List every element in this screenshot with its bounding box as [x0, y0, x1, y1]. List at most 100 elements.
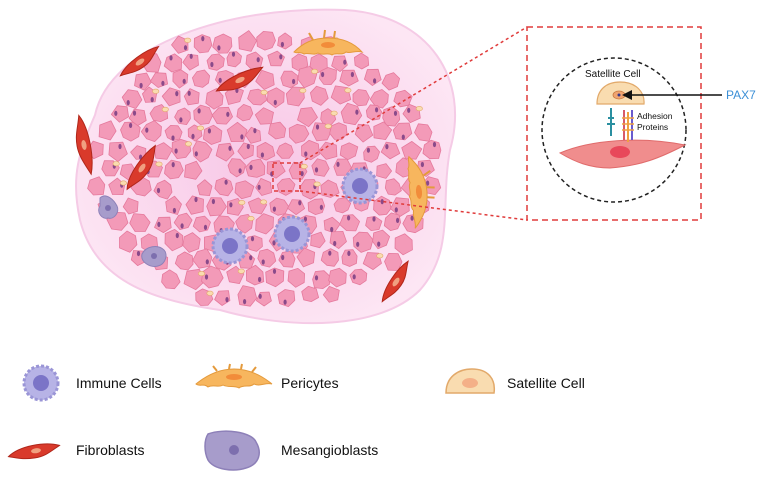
myonucleus — [173, 208, 176, 213]
legend-label-pericytes: Pericytes — [281, 375, 339, 391]
myonucleus — [402, 135, 405, 140]
myonucleus — [258, 277, 261, 282]
myonucleus — [151, 97, 154, 102]
mesangioblast-icon — [142, 247, 166, 267]
satellite-cell — [345, 88, 351, 92]
myonucleus — [347, 251, 350, 256]
myonucleus — [161, 81, 164, 86]
myonucleus — [175, 91, 178, 96]
myonucleus — [194, 197, 197, 202]
satellite-cell-inset: Satellite Cell Adhesion Proteins — [527, 27, 701, 220]
legend-item-immune: Immune Cells — [24, 366, 162, 400]
myonucleus — [190, 54, 193, 59]
myonucleus — [191, 134, 194, 139]
myonucleus — [385, 144, 388, 149]
myonucleus — [273, 207, 276, 212]
myonucleus — [205, 274, 208, 279]
adhesion-label-line1: Adhesion — [637, 111, 673, 121]
myonucleus — [217, 45, 220, 50]
pax7-label: PAX7 — [726, 88, 756, 102]
satellite-cell — [185, 142, 191, 146]
myonucleus — [315, 167, 318, 172]
myonucleus — [394, 111, 397, 116]
myonucleus — [184, 45, 187, 50]
myonucleus — [375, 107, 378, 112]
myonucleus — [232, 52, 235, 57]
myonucleus — [347, 215, 350, 220]
myonucleus — [225, 180, 228, 185]
myonucleus — [243, 299, 246, 304]
myonucleus — [367, 148, 370, 153]
myonucleus — [225, 297, 228, 302]
myonucleus — [229, 202, 232, 207]
satellite-cell — [207, 291, 213, 295]
myonucleus — [145, 128, 148, 133]
myonucleus — [210, 62, 213, 67]
satellite-cell — [162, 107, 168, 111]
myonucleus — [259, 294, 262, 299]
myonucleus — [195, 151, 198, 156]
myonucleus — [396, 218, 399, 223]
satellite-cell — [120, 181, 126, 185]
myonucleus — [226, 112, 229, 117]
myonucleus — [127, 100, 130, 105]
satellite-cell — [198, 271, 204, 275]
satellite-cell — [153, 89, 159, 93]
myonucleus — [157, 222, 160, 227]
myonucleus — [249, 165, 252, 170]
myonucleus — [249, 255, 252, 260]
myonucleus — [176, 233, 179, 238]
immune-cell-icon — [213, 229, 247, 263]
myonucleus — [336, 162, 339, 167]
myonucleus — [129, 123, 132, 128]
myonucleus — [179, 117, 182, 122]
myofiber — [313, 271, 330, 289]
myonucleus — [372, 216, 375, 221]
fibroblast-icon — [7, 442, 60, 462]
satellite-cell — [156, 162, 162, 166]
satellite-cell — [325, 124, 331, 128]
satellite-cell — [197, 126, 203, 130]
satellite-cell — [377, 254, 383, 258]
legend-item-satellite: Satellite Cell — [446, 369, 585, 393]
myonucleus — [171, 135, 174, 140]
legend-item-fibroblasts: Fibroblasts — [7, 442, 144, 462]
myonucleus — [351, 72, 354, 77]
myonucleus — [133, 111, 136, 116]
myonucleus — [284, 300, 287, 305]
myonucleus — [172, 162, 175, 167]
myonucleus — [304, 151, 307, 156]
mesangioblast-icon — [205, 431, 259, 470]
myonucleus — [321, 72, 324, 77]
satellite-cell — [239, 200, 245, 204]
myonucleus — [240, 134, 243, 139]
myonucleus — [395, 207, 398, 212]
satellite-cell — [261, 90, 267, 94]
satellite-cell-icon — [446, 369, 494, 393]
myonucleus — [355, 110, 358, 115]
myonucleus — [433, 142, 436, 147]
myonucleus — [247, 144, 250, 149]
myonucleus — [279, 54, 282, 59]
legend-label-fibroblasts: Fibroblasts — [76, 442, 144, 458]
myonucleus — [281, 255, 284, 260]
myonucleus — [373, 78, 376, 83]
myonucleus — [316, 124, 319, 129]
myonucleus — [183, 79, 186, 84]
myonucleus — [198, 108, 201, 113]
myonucleus — [251, 236, 254, 241]
myofiber — [194, 105, 213, 124]
myonucleus — [201, 36, 204, 41]
pericyte-icon — [196, 364, 272, 388]
myonucleus — [320, 205, 323, 210]
myonucleus — [356, 242, 359, 247]
adhesion-label-line2: Proteins — [637, 122, 668, 132]
satellite-cell — [238, 269, 244, 273]
myonucleus — [114, 111, 117, 116]
immune-cell-icon — [275, 217, 309, 251]
legend-item-pericytes: Pericytes — [196, 364, 339, 391]
satellite-cell — [260, 200, 266, 204]
satellite-cell — [300, 88, 306, 92]
